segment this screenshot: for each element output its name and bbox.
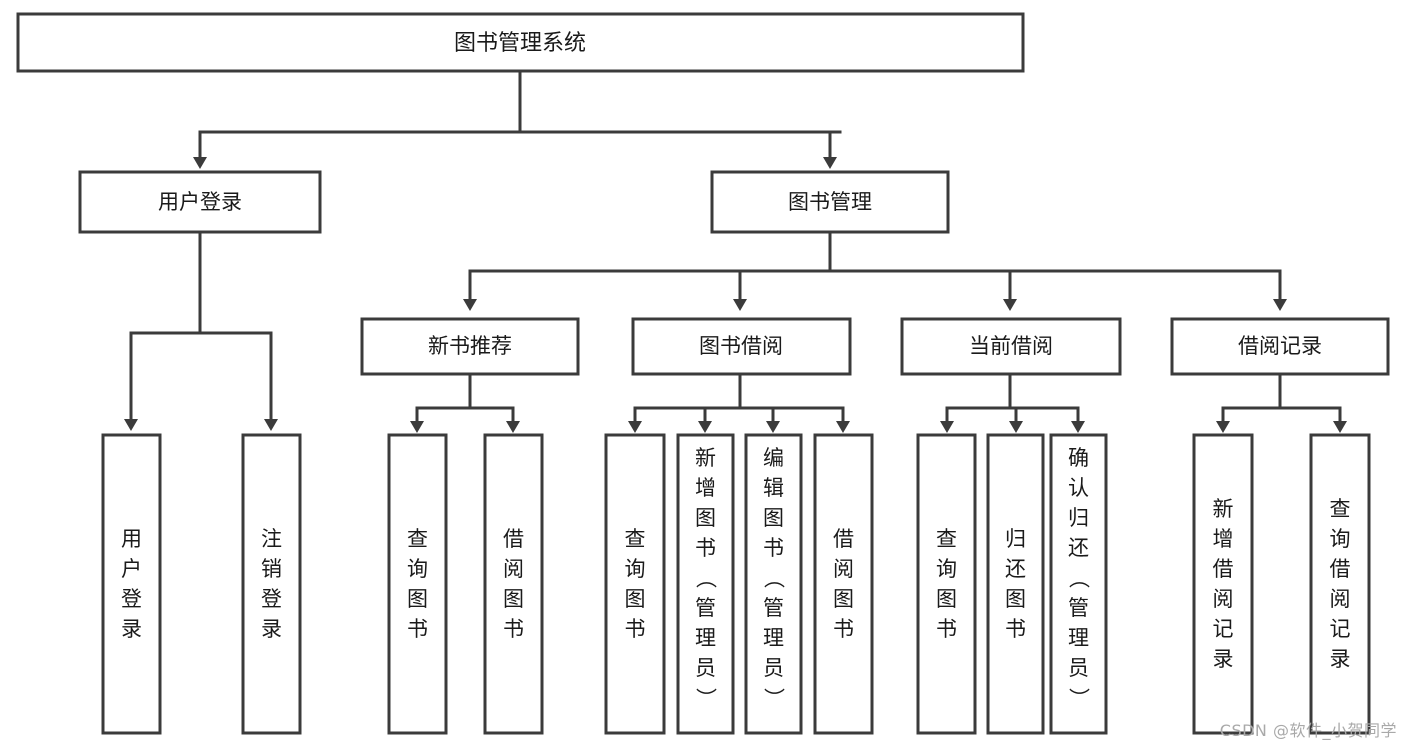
node-leaf-query-book-3-rect[interactable] xyxy=(916,433,977,735)
node-book-management-rect[interactable] xyxy=(710,170,950,234)
node-book-borrow-rect[interactable] xyxy=(631,317,852,376)
node-leaf-edit-book-rect[interactable] xyxy=(744,433,803,735)
node-current-borrow-label: 当前借阅 xyxy=(969,334,1053,358)
node-book-borrow-label: 图书借阅 xyxy=(699,334,783,358)
node-new-book-recommend[interactable]: 新书推荐 xyxy=(360,317,580,376)
node-leaf-return-book-rect[interactable] xyxy=(986,433,1045,735)
connector-layer xyxy=(124,69,1347,433)
node-leaf-add-record-rect[interactable] xyxy=(1192,433,1254,735)
node-user-login-rect[interactable] xyxy=(78,170,322,234)
node-new-book-recommend-rect[interactable] xyxy=(360,317,580,376)
node-leaf-logout-rect[interactable] xyxy=(241,433,302,735)
node-book-management-label: 图书管理 xyxy=(788,190,872,214)
node-root-label: 图书管理系统 xyxy=(454,31,586,56)
node-borrow-record[interactable]: 借阅记录 xyxy=(1170,317,1390,376)
node-leaf-confirm-return-rect[interactable] xyxy=(1049,433,1108,735)
node-leaf-query-book-2-rect[interactable] xyxy=(604,433,666,735)
node-borrow-record-label: 借阅记录 xyxy=(1238,334,1322,358)
node-root[interactable]: 图书管理系统 xyxy=(16,12,1025,73)
node-leaf-borrow-book-2-rect[interactable] xyxy=(813,433,874,735)
node-user-login-label: 用户登录 xyxy=(158,190,242,214)
node-new-book-recommend-label: 新书推荐 xyxy=(428,334,512,358)
node-user-login[interactable]: 用户登录 xyxy=(78,170,322,234)
node-current-borrow[interactable]: 当前借阅 xyxy=(900,317,1122,376)
node-leaf-query-book-1-rect[interactable] xyxy=(387,433,448,735)
node-leaf-borrow-book-1-rect[interactable] xyxy=(483,433,544,735)
csdn-watermark: CSDN @软件_小贺同学 xyxy=(1219,721,1397,740)
node-book-borrow[interactable]: 图书借阅 xyxy=(631,317,852,376)
node-book-management[interactable]: 图书管理 xyxy=(710,170,950,234)
node-leaf-query-record-rect[interactable] xyxy=(1309,433,1371,735)
node-current-borrow-rect[interactable] xyxy=(900,317,1122,376)
node-leaf-add-book-rect[interactable] xyxy=(676,433,735,735)
node-borrow-record-rect[interactable] xyxy=(1170,317,1390,376)
node-root-rect[interactable] xyxy=(16,12,1025,73)
node-layer: 图书管理系统 用户登录 图书管理 新书推荐 图书借阅 当前 xyxy=(16,12,1390,735)
node-leaf-user-login-rect[interactable] xyxy=(101,433,162,735)
